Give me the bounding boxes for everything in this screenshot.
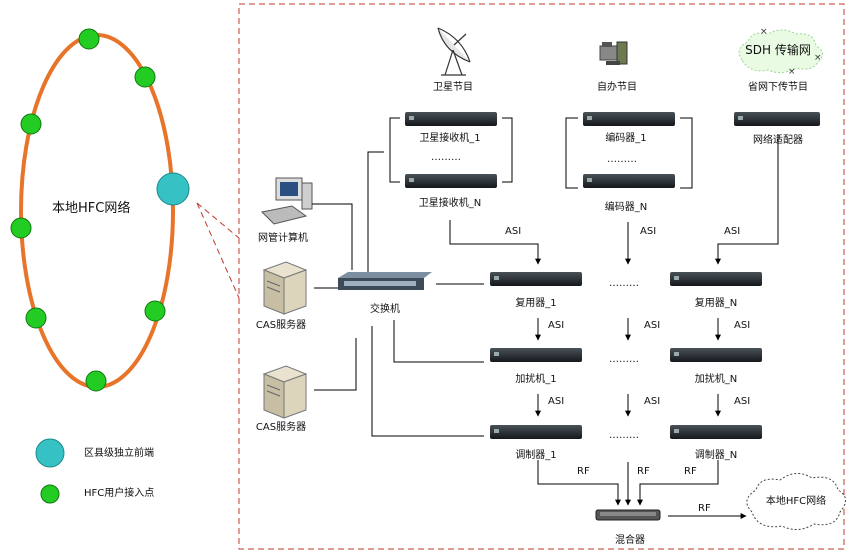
encoder-n-label: 编码器_N <box>604 202 648 213</box>
mux-ellipsis: ……… <box>609 278 639 289</box>
source-provincial-label: 省网下传节目 <box>748 82 808 93</box>
legend-head-end-label: 区县级独立前端 <box>84 448 154 459</box>
mixer-label: 混合器 <box>615 535 645 546</box>
access-node <box>144 300 166 322</box>
device-sat-rx-1 <box>405 112 497 126</box>
access-node <box>20 113 42 135</box>
head-end-boundary <box>238 3 845 550</box>
source-satellite-label: 卫星节目 <box>433 82 473 93</box>
server-icon-1 <box>262 261 308 315</box>
scr-n-label: 加扰机_N <box>694 374 738 385</box>
legend-access-point-label: HFC用户接入点 <box>84 488 155 499</box>
svg-text:×: × <box>760 27 768 37</box>
device-encoder-1 <box>583 112 675 126</box>
connectors <box>312 117 779 519</box>
device-mod-1 <box>490 425 582 439</box>
access-node <box>10 217 32 239</box>
mod-n-label: 调制器_N <box>694 450 738 461</box>
asi-label-9: ASI <box>734 396 751 407</box>
network-switch-icon <box>338 272 432 290</box>
svg-text:×: × <box>814 53 822 63</box>
zoom-line-upper <box>196 202 240 239</box>
switch-label: 交换机 <box>370 304 400 315</box>
cas-2-label: CAS服务器 <box>255 422 307 433</box>
rf-label-2: RF <box>637 466 650 477</box>
scr-1-label: 加扰机_1 <box>515 374 557 385</box>
legend-access-point-icon <box>40 484 60 504</box>
device-net-adapter <box>734 112 820 126</box>
dest-cloud-label: 本地HFC网络 <box>765 496 827 507</box>
zoom-line-lower <box>196 202 240 299</box>
device-mixer <box>595 509 661 521</box>
computer-icon <box>260 177 313 225</box>
sat-rx-n-label: 卫星接收机_N <box>418 198 482 209</box>
mux-n-label: 复用器_N <box>694 298 738 309</box>
asi-label-7: ASI <box>548 396 565 407</box>
mux-1-label: 复用器_1 <box>515 298 557 309</box>
video-camera-icon <box>599 41 628 65</box>
sat-rx-1-label: 卫星接收机_1 <box>419 133 481 144</box>
asi-label-6: ASI <box>734 320 751 331</box>
device-encoder-n <box>583 174 675 188</box>
device-sat-rx-n <box>405 174 497 188</box>
rf-label-3: RF <box>684 466 697 477</box>
mod-1-label: 调制器_1 <box>515 450 557 461</box>
cas-1-label: CAS服务器 <box>255 320 307 331</box>
device-mux-1 <box>490 272 582 286</box>
access-node <box>134 66 156 88</box>
access-node <box>25 307 47 329</box>
asi-label-3: ASI <box>724 226 741 237</box>
dest-cloud-icon <box>746 473 846 530</box>
mod-ellipsis: ……… <box>609 430 639 441</box>
nms-pc-label: 网管计算机 <box>258 233 308 244</box>
asi-label-5: ASI <box>644 320 661 331</box>
net-adapter-label: 网络适配器 <box>753 135 803 146</box>
device-mux-n <box>670 272 762 286</box>
sdh-cloud-label: SDH 传输网 <box>745 43 811 57</box>
device-scr-1 <box>490 348 582 362</box>
ring-title: 本地HFC网络 <box>52 201 131 216</box>
sat-rx-ellipsis: ……… <box>431 152 461 163</box>
rf-label-4: RF <box>698 503 711 514</box>
legend-head-end-icon <box>35 438 65 468</box>
access-node <box>78 28 100 50</box>
sdh-cloud-icon: × × × <box>738 27 823 77</box>
device-mod-n <box>670 425 762 439</box>
rf-label-1: RF <box>577 466 590 477</box>
device-scr-n <box>670 348 762 362</box>
satellite-dish-icon <box>437 27 471 76</box>
asi-label-8: ASI <box>644 396 661 407</box>
asi-label-2: ASI <box>640 226 657 237</box>
encoder-1-label: 编码器_1 <box>605 133 647 144</box>
source-self-made-label: 自办节目 <box>597 82 637 93</box>
head-end-node <box>156 172 190 206</box>
svg-text:×: × <box>788 67 796 77</box>
asi-label-1: ASI <box>505 226 522 237</box>
access-node <box>85 370 107 392</box>
server-icon-2 <box>262 365 308 419</box>
scr-ellipsis: ……… <box>609 354 639 365</box>
encoder-ellipsis: ……… <box>607 154 637 165</box>
asi-label-4: ASI <box>548 320 565 331</box>
